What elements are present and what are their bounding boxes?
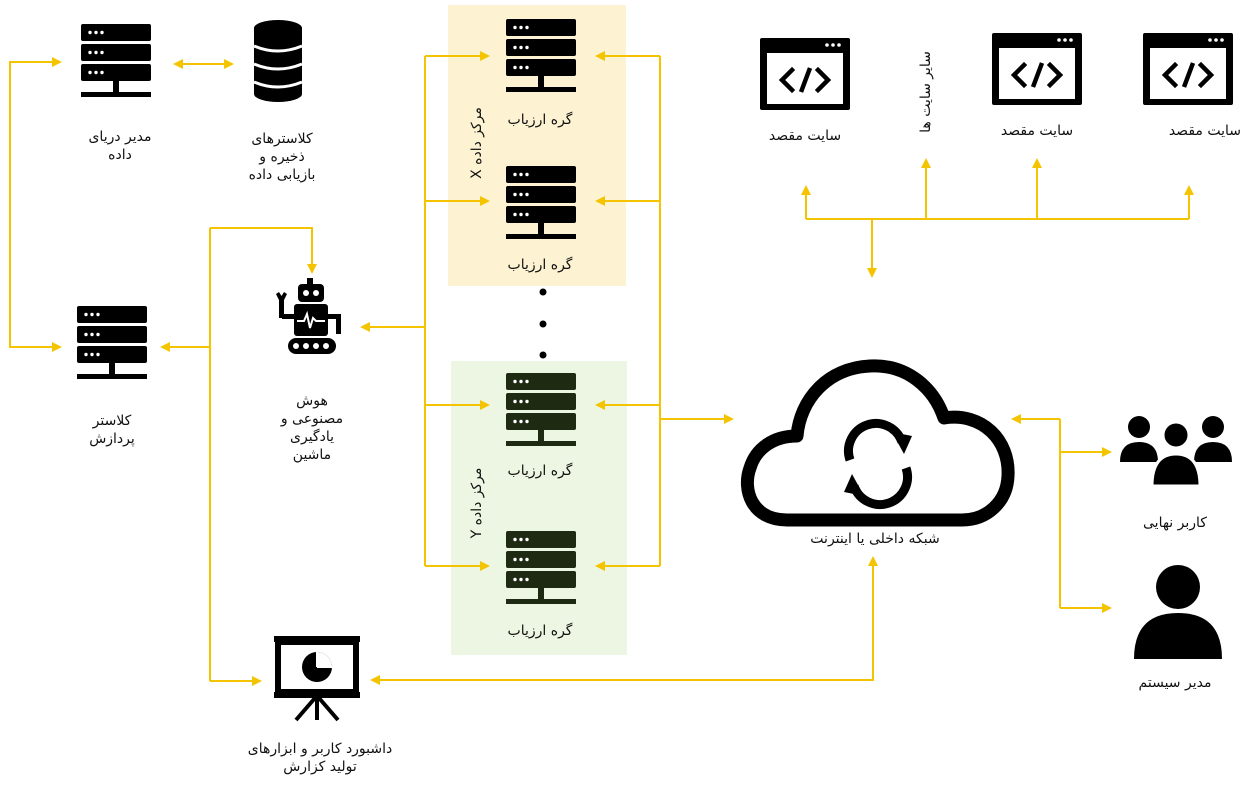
cloud-sync-icon — [740, 359, 1015, 527]
evaluator-node-label: گره ارزیاب — [507, 463, 573, 479]
connector-lake-processing — [9, 57, 62, 352]
sysadmin-label: مدیر سیستم — [1138, 675, 1212, 691]
target-site-label: سایت مقصد — [768, 128, 842, 144]
connectors — [9, 51, 1194, 686]
users-group-icon — [1120, 416, 1232, 488]
target-site-label: سایت مقصد — [1168, 123, 1241, 139]
data-lake-manager-label: مدیر دریای داده — [88, 129, 152, 163]
end-user-label: کاربر نهایی — [1143, 515, 1207, 531]
processing-cluster-label: کلاستر پردازش — [89, 413, 135, 447]
ai-ml-label: هوش مصنوعی و یادگیری ماشین — [280, 393, 344, 463]
datacenter-y-label: مرکز داده Y — [469, 467, 485, 539]
server-icon — [506, 19, 576, 92]
dashboard-label: داشبورد کاربر و ابزارهای تولید کزارش — [247, 741, 393, 775]
user-icon — [1134, 565, 1222, 659]
connector-bus-ai — [210, 227, 317, 274]
other-sites-label: سایر سایت ها — [918, 51, 934, 133]
evaluator-node-label: گره ارزیاب — [507, 623, 573, 639]
connector-dashboard-network — [370, 556, 878, 685]
evaluator-node-label: گره ارزیاب — [507, 112, 573, 128]
robot-icon — [276, 278, 341, 354]
code-browser-icon — [760, 38, 850, 110]
presentation-board-icon — [274, 636, 360, 722]
storage-clusters-label: کلاسترهای ذخیره و بازیابی داده — [248, 131, 316, 183]
datacenter-x-label: مرکز داده X — [469, 107, 485, 179]
server-icon — [506, 531, 576, 604]
server-icon — [506, 373, 576, 446]
ellipsis-dots-icon — [539, 288, 547, 359]
evaluator-node-label: گره ارزیاب — [507, 257, 573, 273]
code-browser-icon — [992, 33, 1082, 105]
code-browser-icon — [1143, 33, 1233, 105]
server-icon — [506, 166, 576, 239]
server-icon — [77, 306, 147, 379]
target-site-label: سایت مقصد — [1000, 123, 1074, 139]
server-icon — [81, 24, 151, 97]
network-label: شبکه داخلی یا اینترنت — [810, 531, 940, 547]
database-icon — [253, 20, 303, 102]
